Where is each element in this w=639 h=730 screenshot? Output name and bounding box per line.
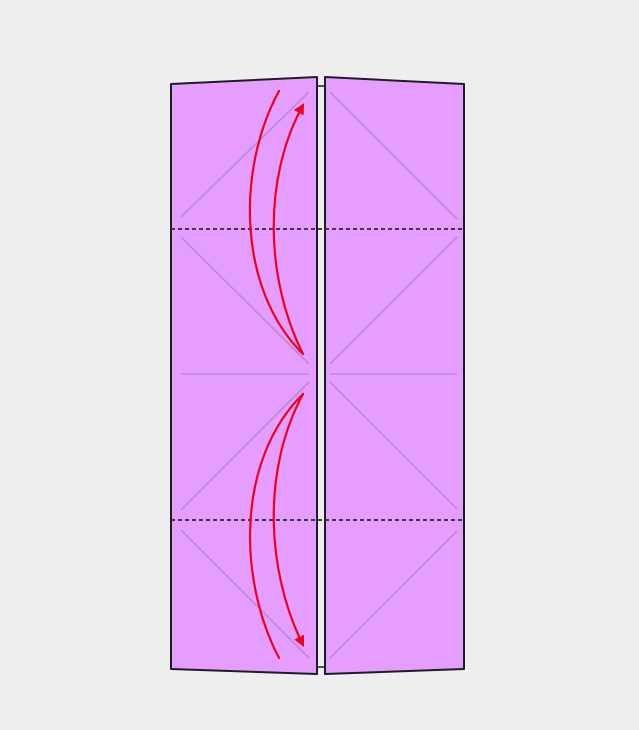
right-flap-creases xyxy=(329,91,458,659)
left-flap-paper xyxy=(170,76,318,675)
upper-fold-and-unfold-arrow xyxy=(248,89,305,356)
left-flap xyxy=(170,76,318,675)
right-flap xyxy=(324,76,465,675)
right-flap-paper xyxy=(324,76,465,675)
left-flap-creases xyxy=(180,91,310,659)
center-seam xyxy=(318,85,324,668)
lower-fold-and-unfold-arrow xyxy=(248,392,305,660)
